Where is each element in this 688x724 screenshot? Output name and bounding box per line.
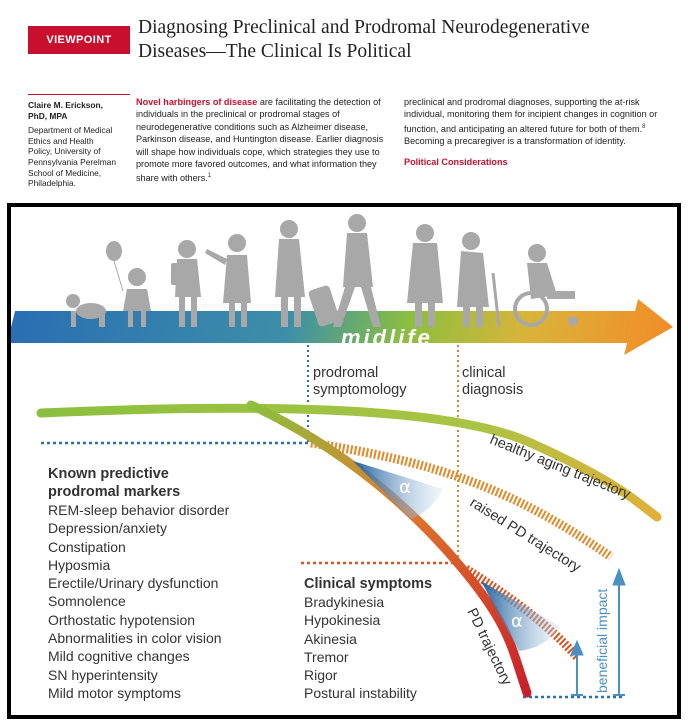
prodromal-markers-block: Known predictive prodromal markers REM-s…: [48, 465, 229, 702]
figure-graphic: midlife α α healthy aging trajectory rai…: [11, 214, 674, 699]
pd-curve: [246, 400, 532, 698]
affiliation-line: Pennsylvania Perelman: [28, 156, 116, 167]
markers-list: REM-sleep behavior disorder Depression/a…: [48, 501, 229, 702]
markers-heading-line: prodromal markers: [48, 484, 181, 500]
symptom-item: Tremor: [304, 648, 349, 665]
author-block: Claire M. Erickson, PhD, MPA Department …: [28, 100, 128, 189]
baby-silhouette: [66, 294, 106, 327]
marker-item: Mild cognitive changes: [48, 648, 190, 665]
stage-label-clinical: clinical diagnosis: [462, 365, 523, 399]
stage-label-line: clinical: [462, 365, 506, 381]
figure: midlife α α healthy aging trajectory rai…: [7, 203, 681, 719]
viewpoint-badge: VIEWPOINT: [28, 26, 130, 54]
symptom-item: Rigor: [304, 667, 338, 684]
author-degree: PhD, MPA: [28, 110, 68, 121]
clinical-heading: Clinical symptoms: [304, 576, 433, 592]
affiliation-line: Philadelphia.: [28, 178, 76, 189]
title-line-2: Diseases—The Clinical Is Political: [138, 41, 412, 62]
marker-item: Mild motor symptoms: [48, 684, 182, 701]
healthy-aging-label: healthy aging trajectory: [488, 432, 634, 503]
woman-silhouette: [275, 220, 305, 327]
body-column-2: preclinical and prodromal diagnoses, sup…: [404, 96, 666, 168]
clinical-list: Bradykinesia Hypokinesia Akinesia Tremor…: [304, 593, 432, 703]
symptom-item: Postural instability: [304, 685, 417, 702]
marker-item: REM-sleep behavior disorder: [48, 502, 230, 518]
aging-silhouettes: [66, 214, 578, 328]
body-column-1: Novel harbingers of disease are facilita…: [136, 96, 392, 185]
article-title: Diagnosing Preclinical and Prodromal Neu…: [138, 16, 678, 64]
marker-item: Hyposmia: [48, 556, 111, 573]
marker-item: SN hyperintensity: [48, 666, 158, 683]
traveler-silhouette: [308, 214, 381, 327]
alpha-cone-lower: [481, 581, 561, 651]
reference-mark: 8: [642, 123, 646, 130]
clinical-symptoms-block: Clinical symptoms Bradykinesia Hypokines…: [304, 575, 432, 703]
author-rule: [28, 94, 130, 95]
author-name: Claire M. Erickson,: [28, 100, 103, 110]
col2-text-after: Becoming a precaregiver is a transformat…: [404, 136, 626, 147]
marker-item: Constipation: [48, 538, 126, 555]
marker-item: Erectile/Urinary dysfunction: [48, 575, 219, 592]
lead-phrase: Novel harbingers of disease: [136, 97, 258, 107]
wheelchair-silhouette: [513, 244, 578, 327]
col2-text: preclinical and prodromal diagnoses, sup…: [404, 97, 658, 134]
stage-label-line: symptomology: [313, 382, 407, 398]
alpha-cone-upper: [353, 461, 443, 519]
stage-label-line: prodromal: [313, 365, 379, 381]
affiliation-line: Policy, University of: [28, 146, 101, 157]
symptom-item: Hypokinesia: [304, 612, 381, 629]
beneficial-impact-arrows: [570, 567, 626, 696]
marker-item: Orthostatic hypotension: [48, 611, 196, 628]
marker-item: Abnormalities in color vision: [48, 630, 222, 647]
alpha-upper: α: [399, 477, 411, 498]
alpha-lower: α: [511, 611, 523, 632]
beneficial-impact-label: beneficial impact: [594, 589, 610, 693]
affiliation-line: Ethics and Health: [28, 135, 94, 146]
youth-silhouette: [205, 234, 251, 327]
markers-heading-line: Known predictive: [48, 466, 169, 482]
symptom-item: Bradykinesia: [304, 594, 385, 610]
author-affiliation: Department of Medical Ethics and Health …: [28, 125, 128, 189]
stage-label-line: diagnosis: [462, 382, 524, 398]
raised-pd-curve: [310, 438, 614, 561]
middle-age-silhouette: [407, 224, 443, 327]
elderly-silhouette: [457, 232, 501, 328]
marker-item: Somnolence: [48, 593, 126, 610]
toddler-silhouette: [106, 241, 151, 327]
affiliation-line: School of Medicine,: [28, 167, 102, 178]
title-line-1: Diagnosing Preclinical and Prodromal Neu…: [138, 17, 590, 38]
child-silhouette: [171, 240, 201, 327]
reference-mark: 1: [207, 173, 212, 180]
symptom-item: Akinesia: [304, 630, 357, 647]
affiliation-line: Department of Medical: [28, 125, 113, 136]
section-heading: Political Considerations: [404, 156, 508, 167]
midlife-label: midlife: [341, 325, 433, 350]
col1-text: are facilitating the detection of indivi…: [136, 97, 384, 184]
healthy-aging-curve: [36, 403, 662, 522]
marker-item: Depression/anxiety: [48, 520, 168, 537]
stage-label-prodromal: prodromal symptomology: [313, 365, 406, 399]
